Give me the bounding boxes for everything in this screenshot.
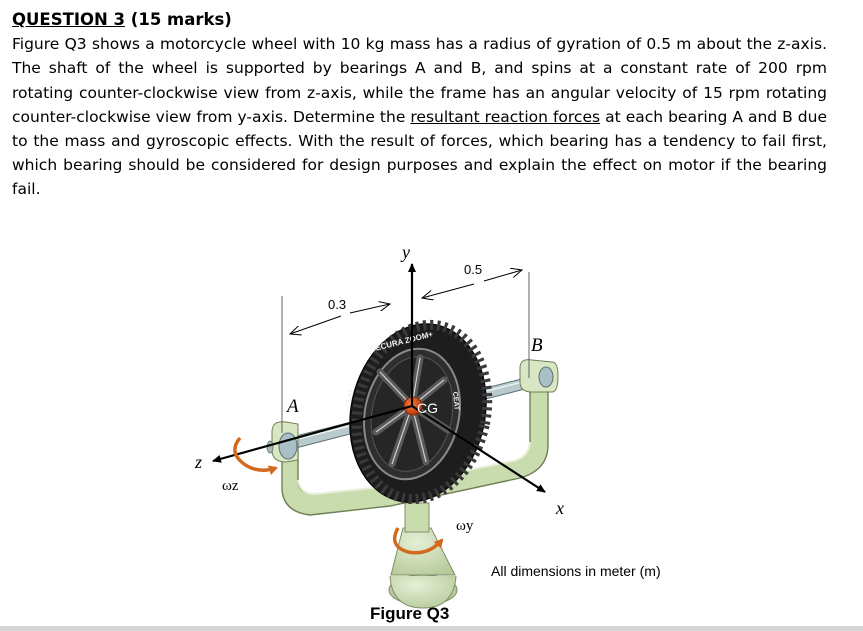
figure-caption: Figure Q3 [370, 604, 449, 623]
axis-z-label: z [194, 452, 202, 472]
omega-z-arrow [233, 436, 278, 475]
dim-arrow-right [422, 283, 475, 298]
x-axis-line [411, 405, 546, 493]
question-block: QUESTION 3 (15 marks) Figure Q3 shows a … [12, 8, 827, 202]
omega-z-label: ωz [222, 478, 239, 494]
dimension-note: All dimensions in meter (m) [491, 563, 661, 579]
dim-arrow-left [290, 315, 342, 334]
omega-y-arrow [392, 527, 444, 555]
question-number: QUESTION 3 [12, 10, 126, 29]
coordinate-axes [212, 263, 546, 493]
question-heading: QUESTION 3 (15 marks) [12, 8, 827, 32]
bottom-scroll-bar [0, 626, 863, 631]
bearing-a-label: A [285, 396, 299, 417]
question-text-part2: at each bearing A and B due to the mass … [12, 107, 827, 199]
omega-y-label: ωy [456, 518, 474, 534]
question-text-part1: Figure Q3 shows a motorcycle wheel with … [12, 35, 827, 126]
cg-label: CG [417, 400, 438, 416]
bearing-b [519, 359, 559, 393]
base-stand [388, 502, 458, 609]
tire-brand-left: CEAT [345, 388, 355, 408]
z-axis-line [212, 404, 413, 463]
underlined-phrase: resultant reaction forces [410, 107, 601, 126]
question-text: Figure Q3 shows a motorcycle wheel with … [12, 32, 827, 201]
dim-label-right: 0.5 [464, 262, 482, 277]
axis-x-label: x [555, 498, 564, 518]
axis-y-label: y [400, 242, 410, 262]
bearing-b-label: B [531, 335, 543, 356]
question-marks: (15 marks) [130, 10, 232, 29]
dim-label-left: 0.3 [328, 297, 346, 312]
tire-brand-right: CEAT [451, 391, 460, 411]
motorcycle-wheel: SECURA ZOOM+ CEAT CEAT [345, 319, 493, 505]
dimension-lines [281, 270, 530, 433]
